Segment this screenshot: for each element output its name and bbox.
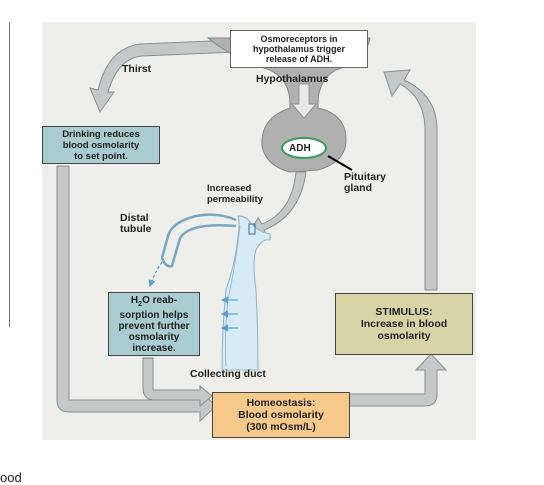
adh-label: ADH <box>289 143 311 154</box>
adh-oval <box>281 137 327 159</box>
arrow-reabsorption-to-homeostasis <box>142 357 213 408</box>
feedback-loop-arrows <box>56 39 448 423</box>
permeability-label: Increased permeability <box>207 183 263 205</box>
drinking-box: Drinking reduces blood osmolarity to set… <box>42 126 160 164</box>
pituitary-label: Pituitary gland <box>344 171 387 194</box>
homeostasis-box: Homeostasis: Blood osmolarity (300 mOsm/… <box>212 392 350 438</box>
stimulus-box: STIMULUS: Increase in blood osmolarity <box>335 293 473 355</box>
thirst-label: Thirst <box>122 63 152 75</box>
osmoreceptors-box: Osmoreceptors in hypothalamus trigger re… <box>230 30 368 68</box>
hypothalamus-label: Hypothalamus <box>256 73 329 85</box>
arrow-stimulus-to-hypothalamus <box>383 69 438 291</box>
distal-tubule <box>160 213 237 268</box>
hypothalamus-shape <box>206 37 371 173</box>
reabsorption-text: H2O reab- sorption helps prevent further… <box>118 294 190 354</box>
reabsorption-box: H2O reab- sorption helps prevent further… <box>108 292 200 356</box>
left-panel-edge <box>0 22 10 327</box>
collecting-duct-label: Collecting duct <box>190 368 266 380</box>
reabsorption-arrows <box>148 261 238 332</box>
distal-tubule-label: Distal tubule <box>120 212 152 235</box>
arrow-to-thirst <box>89 39 237 114</box>
arrow-stimulus-from-homeostasis <box>348 353 448 407</box>
collecting-duct <box>221 215 271 371</box>
page-bottom-text: ood <box>0 470 22 485</box>
pituitary-pointer-line <box>327 155 353 171</box>
